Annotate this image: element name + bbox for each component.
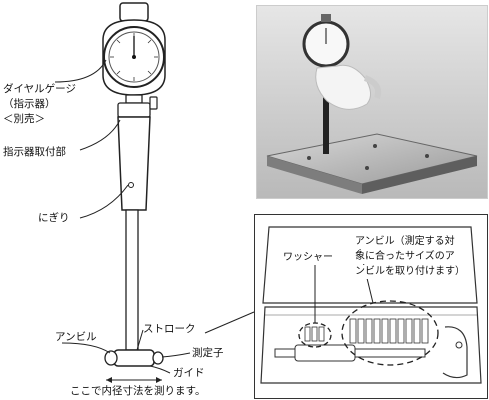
label-bore-note: ここで内径寸法を測ります。 [70, 385, 206, 397]
anvil-set [349, 318, 429, 344]
dial-stem-cap [119, 2, 149, 22]
usage-photo [256, 5, 488, 199]
dial-ticks [110, 33, 158, 81]
dial-center [132, 55, 136, 59]
label-dial-gauge-line3: ＜別売＞ [3, 113, 45, 125]
label-dial-gauge-line1: ダイヤルゲージ [3, 83, 76, 95]
bore-gauge-drawing [54, 2, 191, 383]
extension-rod [125, 209, 139, 351]
surface-plate-side [267, 156, 362, 194]
label-indicator-mount: 指示器取付部 [3, 146, 66, 158]
probe-tip [152, 351, 164, 365]
measuring-head [113, 349, 155, 367]
grip-screw [128, 182, 134, 188]
label-grip: にぎり [38, 212, 70, 224]
label-stroke: ストローク [143, 323, 196, 335]
gauge-neck [125, 94, 143, 104]
anvil-tip [104, 350, 118, 366]
label-anvil-note-line3: ンビルを取り付けます） [355, 265, 465, 279]
photo-rod [323, 68, 329, 154]
label-washer: ワッシャー [283, 251, 333, 265]
grip-handle [117, 116, 151, 211]
label-measuring-probe: 測定子 [192, 347, 224, 359]
leader-lines [54, 59, 191, 374]
washer-set [304, 326, 325, 342]
case-panel: ワッシャー アンビル（測定する対 象に合ったサイズのア ンビルを取り付けます） [254, 214, 488, 399]
case-tray [260, 306, 482, 384]
indicator-mount-block [117, 102, 151, 118]
anvil-callout [341, 300, 439, 366]
clamp-screw [149, 96, 158, 110]
label-anvil: アンビル [55, 331, 97, 343]
label-dial-gauge-line2: （指示器） [3, 98, 56, 110]
gloved-hand [315, 64, 371, 110]
tray-gauge-grip [294, 344, 356, 362]
label-anvil-note-line1: アンビル（測定する対 [355, 235, 455, 249]
label-anvil-note-line2: 象に合ったサイズのア [355, 250, 455, 264]
label-guide: ガイド [173, 367, 205, 379]
case-side-bracket [442, 326, 468, 379]
